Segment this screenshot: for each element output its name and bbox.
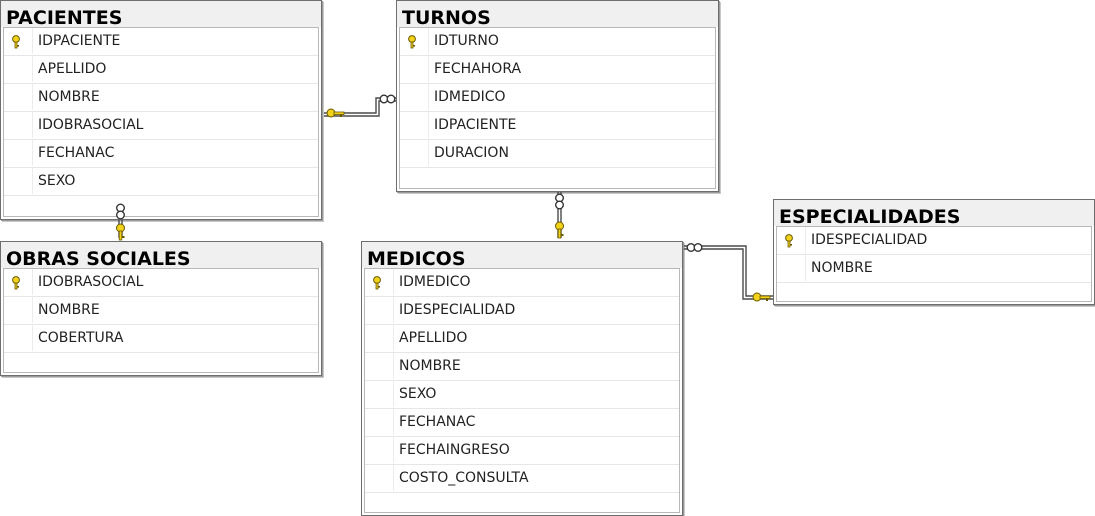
column-name: IDOBRASOCIAL (38, 274, 144, 290)
infinity-icon (379, 94, 396, 104)
column-name: IDPACIENTE (434, 117, 517, 133)
key-icon (12, 35, 20, 49)
column-row[interactable]: IDESPECIALIDAD (777, 227, 1091, 255)
relationship-obras-sociales-pacientes[interactable] (115, 203, 125, 241)
column-name: COBERTURA (38, 330, 124, 346)
key-icon (752, 292, 771, 302)
column-name: APELLIDO (38, 61, 107, 77)
column-name: SEXO (38, 173, 76, 189)
key-icon (326, 108, 345, 118)
column-row[interactable]: APELLIDO (4, 56, 318, 84)
table-especialidades[interactable]: ESPECIALIDADES IDESPECIALIDAD NOMBRE (773, 199, 1095, 305)
table-pacientes[interactable]: PACIENTES IDPACIENTE APELLIDO NOMBRE IDO… (0, 0, 322, 220)
column-row[interactable]: IDOBRASOCIAL (4, 112, 318, 140)
column-row[interactable]: SEXO (365, 381, 679, 409)
column-row[interactable]: IDPACIENTE (4, 28, 318, 56)
column-row[interactable]: NOMBRE (4, 84, 318, 112)
column-name: IDESPECIALIDAD (399, 302, 516, 318)
column-name: FECHANAC (38, 145, 115, 161)
column-row[interactable]: IDMEDICO (365, 269, 679, 297)
infinity-icon (686, 242, 703, 252)
column-row[interactable]: NOMBRE (365, 353, 679, 381)
column-name: NOMBRE (399, 358, 461, 374)
column-name: IDPACIENTE (38, 33, 121, 49)
column-list: IDESPECIALIDAD NOMBRE (776, 226, 1092, 302)
column-name: NOMBRE (811, 260, 873, 276)
key-icon (408, 35, 416, 49)
table-medicos[interactable]: MEDICOS IDMEDICO IDESPECIALIDAD APELLIDO… (361, 241, 683, 516)
column-row[interactable]: IDOBRASOCIAL (4, 269, 318, 297)
column-name: IDMEDICO (434, 89, 506, 105)
table-turnos[interactable]: TURNOS IDTURNO FECHAHORA IDMEDICO IDPACI… (396, 0, 719, 192)
column-row[interactable]: APELLIDO (365, 325, 679, 353)
column-name: APELLIDO (399, 330, 468, 346)
column-list: IDTURNO FECHAHORA IDMEDICO IDPACIENTE DU… (399, 27, 716, 189)
column-row[interactable]: FECHANAC (365, 409, 679, 437)
key-icon (785, 234, 793, 248)
column-row[interactable]: NOMBRE (777, 255, 1091, 283)
column-row[interactable]: FECHAINGRESO (365, 437, 679, 465)
column-name: FECHAINGRESO (399, 442, 510, 458)
column-row[interactable]: DURACION (400, 140, 715, 168)
key-icon (555, 221, 564, 239)
relationship-especialidades-medicos[interactable] (684, 242, 773, 302)
column-row[interactable]: COBERTURA (4, 325, 318, 353)
column-list: IDPACIENTE APELLIDO NOMBRE IDOBRASOCIAL … (3, 27, 319, 217)
column-name: IDESPECIALIDAD (811, 232, 928, 248)
column-row[interactable]: COSTO_CONSULTA (365, 465, 679, 493)
column-name: DURACION (434, 145, 509, 161)
table-title[interactable]: TURNOS (397, 1, 718, 29)
column-name: IDTURNO (434, 33, 499, 49)
column-row[interactable]: FECHANAC (4, 140, 318, 168)
column-row[interactable]: IDTURNO (400, 28, 715, 56)
column-row[interactable]: IDPACIENTE (400, 112, 715, 140)
key-icon (116, 223, 125, 241)
column-list: IDOBRASOCIAL NOMBRE COBERTURA (3, 268, 319, 373)
column-row[interactable]: SEXO (4, 168, 318, 196)
relationship-medicos-turnos[interactable] (555, 192, 565, 239)
table-title[interactable]: MEDICOS (362, 242, 682, 270)
column-name: SEXO (399, 386, 437, 402)
column-name: NOMBRE (38, 89, 100, 105)
column-name: FECHANAC (399, 414, 476, 430)
table-title[interactable]: OBRAS SOCIALES (1, 242, 321, 270)
relationship-pacientes-turnos[interactable] (324, 94, 396, 118)
column-name: NOMBRE (38, 302, 100, 318)
table-title[interactable]: ESPECIALIDADES (774, 200, 1094, 228)
table-title[interactable]: PACIENTES (1, 1, 321, 29)
key-icon (373, 276, 381, 290)
infinity-icon (115, 203, 125, 220)
column-list: IDMEDICO IDESPECIALIDAD APELLIDO NOMBRE … (364, 268, 680, 513)
column-name: COSTO_CONSULTA (399, 470, 529, 486)
key-icon (12, 276, 20, 290)
column-row[interactable]: FECHAHORA (400, 56, 715, 84)
column-name: IDOBRASOCIAL (38, 117, 144, 133)
column-name: FECHAHORA (434, 61, 522, 77)
column-row[interactable]: IDMEDICO (400, 84, 715, 112)
table-obras-sociales[interactable]: OBRAS SOCIALES IDOBRASOCIAL NOMBRE COBER… (0, 241, 322, 376)
column-name: IDMEDICO (399, 274, 471, 290)
column-row[interactable]: IDESPECIALIDAD (365, 297, 679, 325)
infinity-icon (555, 193, 565, 210)
column-row[interactable]: NOMBRE (4, 297, 318, 325)
